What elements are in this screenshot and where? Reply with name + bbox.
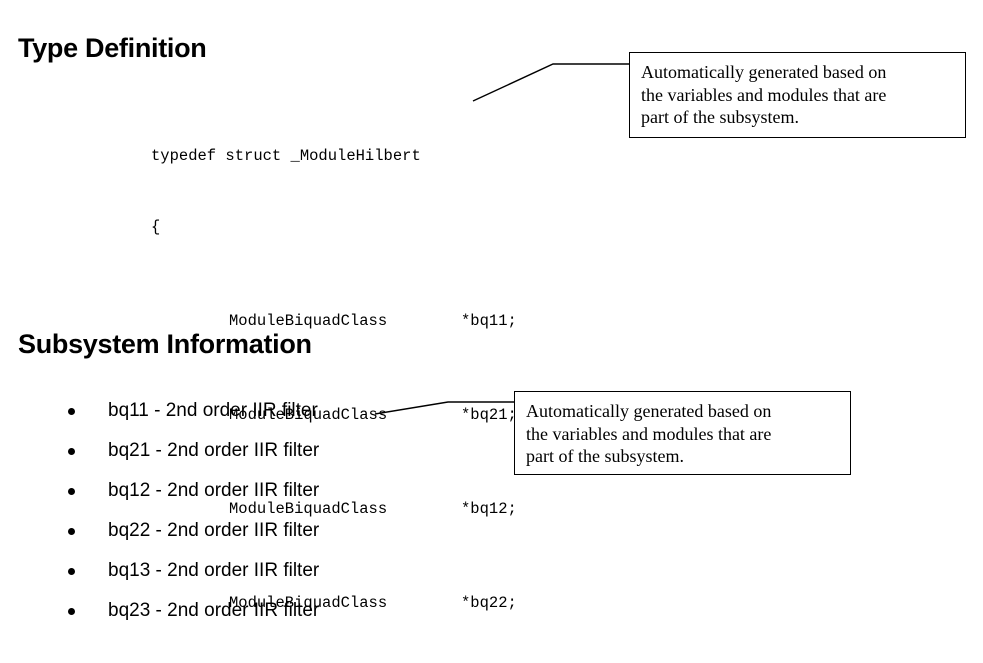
code-member-declarator: *bq12; [461,499,517,518]
code-member-type: ModuleBiquadClass [229,593,388,612]
code-member-declarator: *bq11; [461,311,517,330]
list-item: bq13 - 2nd order IIR filter [62,551,319,591]
bullet-icon [68,527,75,535]
callout-line: the variables and modules that are [526,423,772,444]
code-line-member: ModuleBiquadClass *bq12; [151,498,517,522]
callout-line: Automatically generated based on [641,62,887,82]
callout-box-subsystem-information: Automatically generated based on the var… [514,391,851,475]
list-item-label: bq12 - 2nd order IIR filter [108,480,320,501]
page-title-subsystem-information: Subsystem Information [18,329,312,359]
page-title-type-definition: Type Definition [18,33,207,63]
callout-line: part of the subsystem. [641,107,799,127]
list-item-label: bq22 - 2nd order IIR filter [108,520,320,541]
callout-line: Automatically generated based on [526,401,772,421]
list-item: bq21 - 2nd order IIR filter [62,431,319,471]
callout-line: part of the subsystem. [526,446,684,466]
leader-line-type-definition [472,63,629,102]
code-member-type: ModuleBiquadClass [229,311,388,330]
bullet-icon [68,607,75,615]
code-line-struct-open: typedef struct _ModuleHilbert [151,147,421,165]
code-line-brace-open: { [151,217,161,236]
bullet-icon [68,487,75,495]
list-item-label: bq13 - 2nd order IIR filter [108,560,320,581]
callout-box-type-definition: Automatically generated based on the var… [629,52,966,138]
list-item: bq11 - 2nd order IIR filter [62,391,319,431]
subsystem-bullet-list: bq11 - 2nd order IIR filter bq21 - 2nd o… [62,391,319,631]
list-item-label: bq11 - 2nd order IIR filter [108,400,318,421]
code-line-member: ModuleBiquadClass *bq22; [151,592,517,616]
list-item: bq22 - 2nd order IIR filter [62,511,319,551]
list-item-label: bq23 - 2nd order IIR filter [108,600,320,621]
bullet-icon [68,407,75,415]
bullet-icon [68,567,75,575]
code-member-declarator: *bq21; [461,405,517,424]
code-member-declarator: *bq22; [461,593,517,612]
code-member-type: ModuleBiquadClass [229,499,388,518]
list-item-label: bq21 - 2nd order IIR filter [108,440,320,461]
code-member-type: ModuleBiquadClass [229,405,388,424]
callout-line: the variables and modules that are [641,84,887,105]
code-line-member: ModuleBiquadClass *bq11; [151,310,517,334]
list-item: bq12 - 2nd order IIR filter [62,471,319,511]
list-item: bq23 - 2nd order IIR filter [62,591,319,631]
bullet-icon [68,447,75,455]
